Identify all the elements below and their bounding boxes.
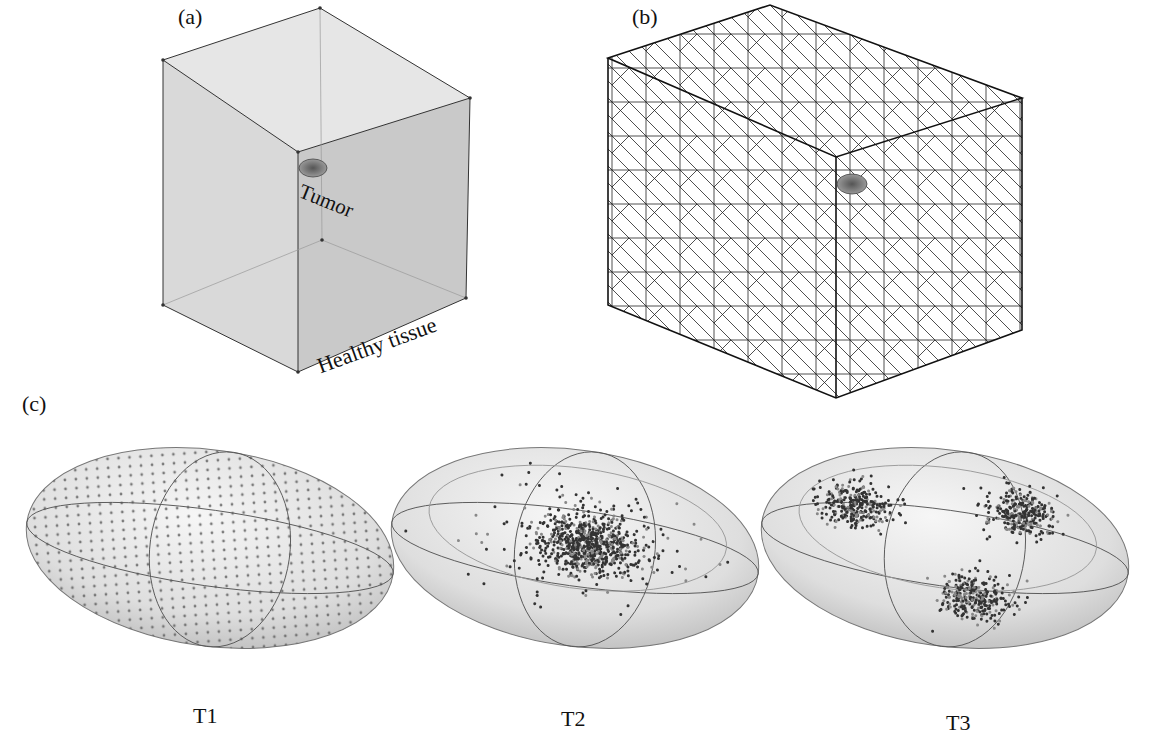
ellipsoid-t2: [378, 425, 772, 671]
figure-label: (b): [632, 6, 658, 28]
ellipsoid-t3: [748, 425, 1142, 671]
tumor-shape: [837, 174, 867, 194]
figure-label: (c): [22, 393, 46, 415]
figure-label: T3: [946, 712, 970, 734]
cube-b: [608, 5, 1022, 398]
figure-label: (a): [178, 6, 202, 28]
tumor-shape: [299, 159, 327, 177]
figure-label: T2: [561, 708, 585, 730]
figure-label: T1: [193, 705, 217, 727]
ellipsoid-t1: [13, 425, 407, 671]
